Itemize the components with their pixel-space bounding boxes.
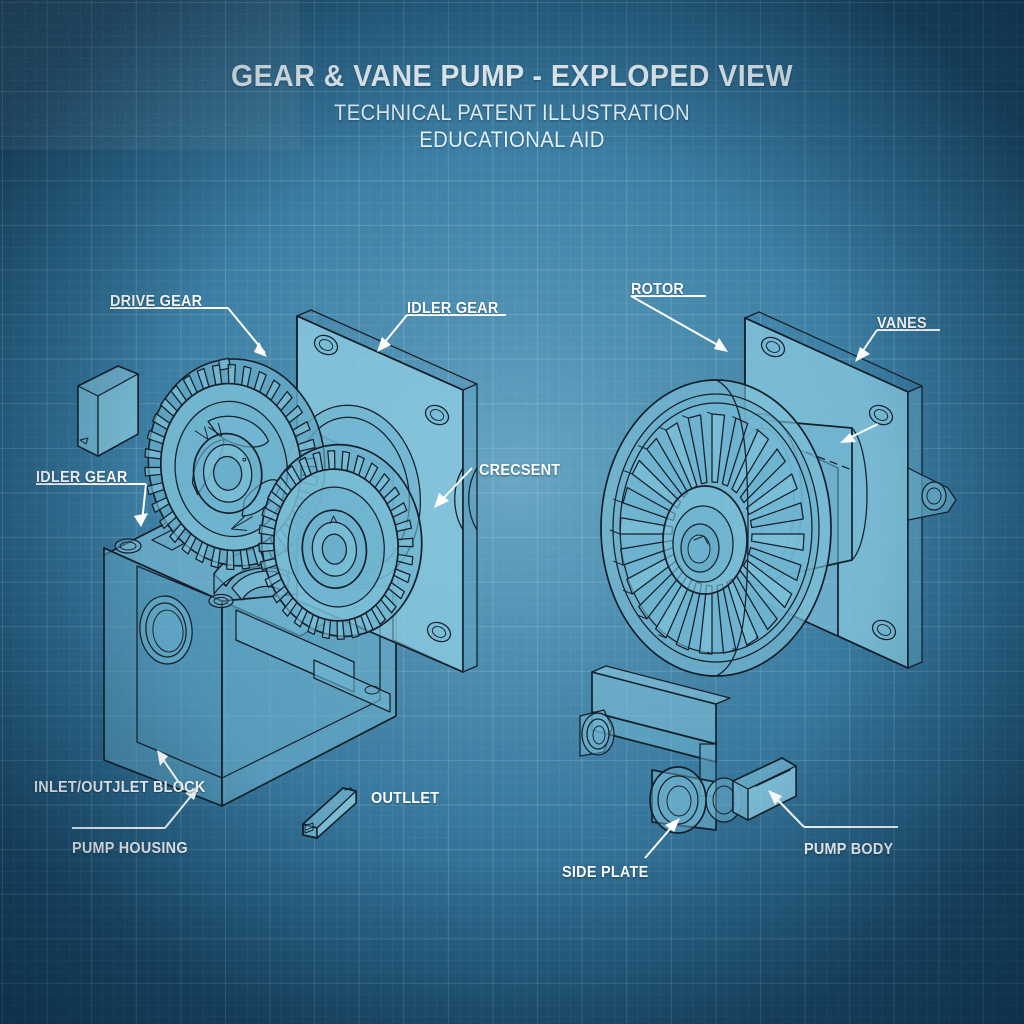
title-block: GEAR & VANE PUMP - EXPLOPED VIEW TECHNIC… — [0, 58, 1024, 153]
vane-pump-assembly — [579, 311, 957, 834]
callout-label-pump-housing: PUMP HOUSING — [72, 840, 188, 857]
page-subtitle-2: EDUCATIONAL AID — [419, 127, 605, 152]
callout-label-drive-gear: DRIVE GEAR — [110, 293, 203, 310]
gear-pump-assembly — [77, 309, 478, 839]
page-title: GEAR & VANE PUMP - EXPLOPED VIEW — [231, 58, 793, 93]
callout-label-rotor: ROTOR — [631, 281, 685, 298]
callout-label-idler-gear-left: IDLER GEAR — [36, 469, 128, 486]
callout-label-vanes: VANES — [877, 315, 927, 332]
part-outlet-connector — [302, 787, 357, 839]
part-side-plate-bracket — [579, 665, 797, 834]
callout-label-idler-gear-right: IDLER GEAR — [407, 300, 499, 317]
part-rotor-with-vanes — [600, 379, 832, 677]
callout-label-outllet: OUTLLET — [371, 790, 440, 807]
callout-label-pump-body: PUMP BODY — [804, 841, 894, 858]
page-subtitle-1: TECHNICAL PATENT ILLUSTRATION — [334, 100, 690, 125]
part-idler-gear-blank — [77, 365, 139, 457]
callout-label-inlet-outlet-block: INLET/OUTJLET BLOCK — [34, 779, 206, 796]
callout-label-side-plate: SIDE PLATE — [562, 864, 649, 881]
callout-label-crecsent: CRECSENT — [479, 462, 561, 479]
